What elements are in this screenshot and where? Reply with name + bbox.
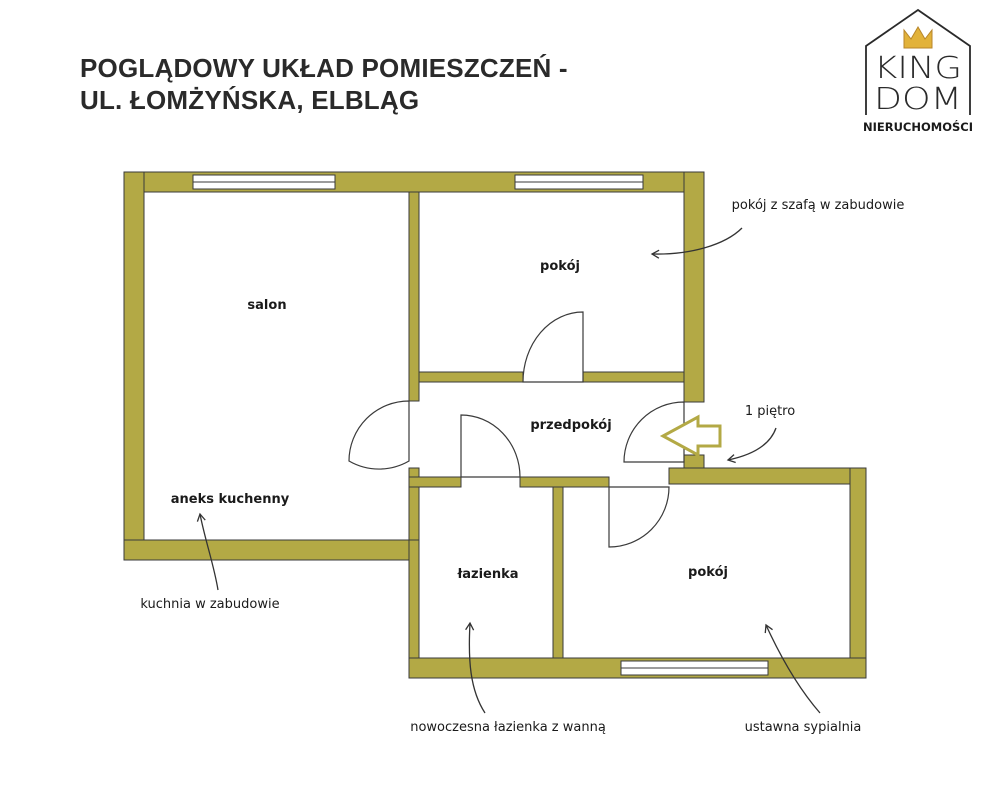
crown-icon — [903, 26, 933, 49]
room-label-przedpokoj: przedpokój — [530, 418, 611, 433]
note-floor: 1 piętro — [745, 404, 795, 419]
window-pokoj-top — [514, 174, 644, 190]
wall-bedroom-right — [849, 467, 867, 679]
room-label-salon: salon — [247, 298, 286, 313]
door-pokoj-bottom — [608, 486, 670, 548]
room-label-aneks: aneks kuchenny — [171, 492, 290, 507]
door-salon — [348, 400, 410, 470]
entrance-arrow-icon — [659, 414, 722, 458]
wall-hall-bottom-right — [668, 467, 867, 485]
note-wardrobe: pokój z szafą w zabudowie — [732, 198, 905, 213]
wall-pokoj-hall-left — [418, 371, 524, 383]
walls — [123, 171, 867, 679]
wall-bath-room-divider — [552, 486, 564, 661]
wall-left — [123, 171, 145, 561]
note-bathroom: nowoczesna łazienka z wanną — [410, 720, 606, 735]
room-label-pokoj-top: pokój — [540, 259, 580, 274]
wall-bathroom-left — [408, 539, 420, 679]
room-label-lazienka: łazienka — [456, 567, 518, 582]
wall-pokoj-hall-right — [582, 371, 685, 383]
door-entrance — [623, 401, 685, 463]
arrow-kitchen — [196, 512, 219, 591]
window-salon — [192, 174, 336, 190]
door-pokoj-top — [522, 311, 584, 383]
title-line-2: UL. ŁOMŻYŃSKA, ELBLĄG — [80, 85, 420, 115]
wall-salon-pokoj-divider-upper — [408, 191, 420, 402]
wall-hall-bottom-mid — [519, 476, 610, 488]
note-kitchen: kuchnia w zabudowie — [140, 597, 279, 612]
title-line-1: POGLĄDOWY UKŁAD POMIESZCZEŃ - — [80, 53, 568, 83]
logo-tagline: NIERUCHOMOŚCI — [863, 119, 973, 134]
doors — [348, 311, 685, 548]
wall-salon-bottom — [123, 539, 415, 561]
note-bedroom: ustawna sypialnia — [745, 720, 862, 735]
logo-house-outline — [865, 8, 971, 115]
logo-word-dom: DOM — [874, 82, 962, 117]
arrow-bathroom — [465, 621, 486, 714]
callout-arrows — [196, 227, 821, 714]
wall-right-upper — [683, 171, 705, 403]
arrow-floor — [726, 427, 777, 464]
arrow-bedroom — [764, 623, 821, 714]
plan-title: POGLĄDOWY UKŁAD POMIESZCZEŃ - UL. ŁOMŻYŃ… — [80, 52, 568, 116]
arrow-wardrobe — [650, 227, 743, 259]
kingdom-logo: KING DOM NIERUCHOMOŚCI — [863, 8, 973, 134]
room-label-pokoj-bottom: pokój — [688, 565, 728, 580]
windows — [192, 174, 769, 676]
logo-word-king: KING — [874, 51, 962, 86]
door-bathroom — [460, 414, 521, 478]
window-pokoj-bottom — [620, 660, 769, 676]
wall-hall-bottom-left — [408, 476, 462, 488]
